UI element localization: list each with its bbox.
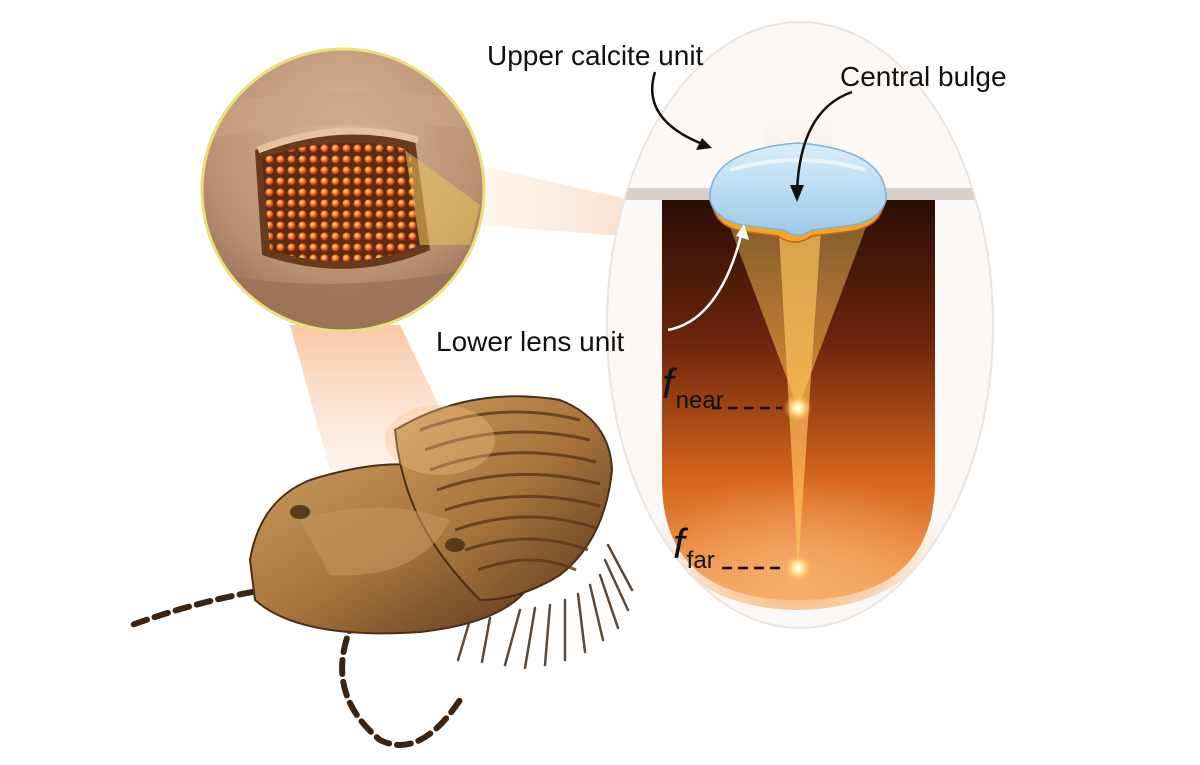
antenna-right <box>339 615 463 748</box>
label-focal-far: ffar <box>673 520 715 574</box>
trilobite-eye-right <box>445 538 465 552</box>
label-upper-calcite-unit: Upper calcite unit <box>487 40 704 71</box>
focal-subscript-near: near <box>675 387 724 414</box>
label-lower-lens-unit: Lower lens unit <box>436 326 625 357</box>
focal-subscript-far: far <box>686 547 715 574</box>
cuticle-surface <box>608 188 715 200</box>
compound-eye-inset <box>200 47 486 333</box>
label-focal-near: fnear <box>662 360 724 414</box>
focus-spot-far <box>784 554 812 582</box>
focus-spot-near <box>784 394 812 422</box>
focal-symbol-far: f <box>673 520 685 567</box>
label-central-bulge: Central bulge <box>840 61 1007 92</box>
trilobite <box>129 395 634 748</box>
light-cone-far <box>778 215 822 568</box>
trilobite-eye-left <box>290 505 310 519</box>
arrow-central-bulge <box>795 90 853 193</box>
lens-cross-section <box>606 21 994 629</box>
focal-symbol-near: f <box>662 360 674 407</box>
arrow-upper-calcite <box>650 71 706 147</box>
antenna-left <box>129 585 278 628</box>
arrow-lower-lens <box>667 231 744 332</box>
